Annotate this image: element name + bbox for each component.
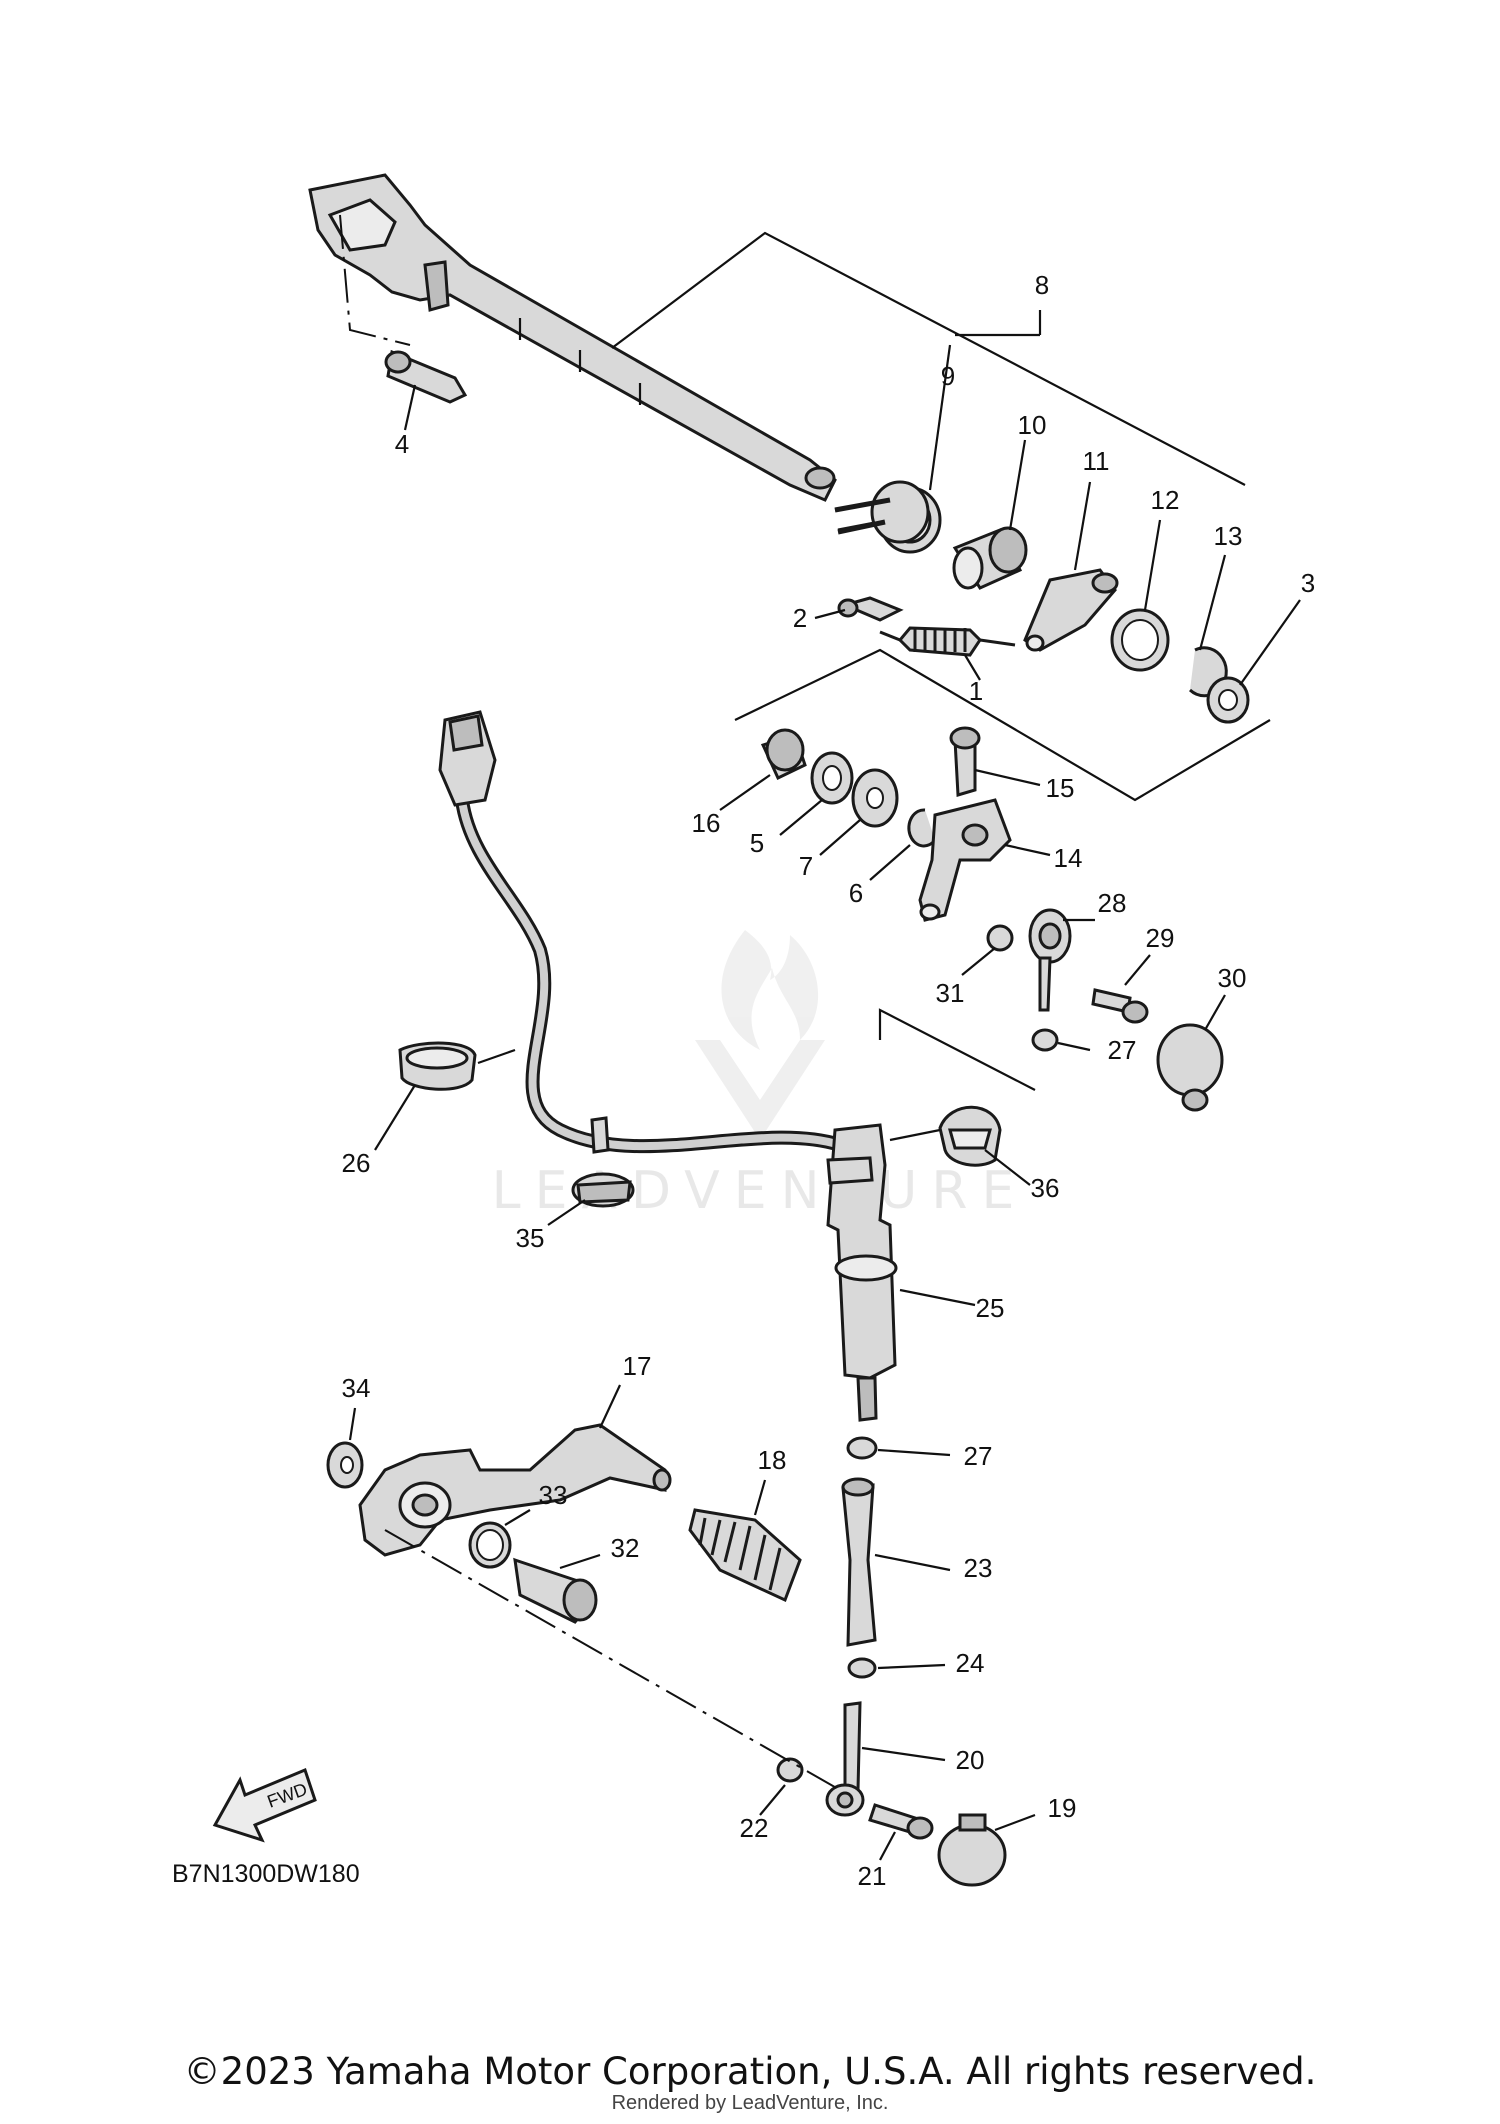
callout-19: 19	[1048, 1793, 1077, 1823]
callout-3: 3	[1301, 568, 1315, 598]
bolt-21	[868, 1803, 934, 1840]
callout-12: 12	[1151, 485, 1180, 515]
callout-21: 21	[858, 1861, 887, 1891]
callout-24: 24	[956, 1648, 985, 1678]
band-26	[398, 1041, 477, 1091]
callout-5: 5	[750, 828, 764, 858]
seal-5	[810, 751, 854, 805]
callout-1: 1	[969, 676, 983, 706]
o-ring-33	[468, 1521, 512, 1569]
washer-12	[1110, 608, 1170, 672]
bolt-32	[513, 1557, 598, 1624]
torsion-spring-9	[834, 480, 942, 554]
callout-18: 18	[758, 1445, 787, 1475]
callout-20: 20	[956, 1745, 985, 1775]
callout-15: 15	[1046, 773, 1075, 803]
callout-23: 23	[964, 1553, 993, 1583]
pedal-rubber-18	[688, 1508, 802, 1603]
nut-22	[776, 1757, 804, 1783]
bearing-16	[760, 728, 807, 781]
callout-25: 25	[976, 1293, 1005, 1323]
callout-2: 2	[793, 603, 807, 633]
clamp-36	[938, 1105, 1002, 1167]
callout-6: 6	[849, 878, 863, 908]
bolt-29	[1091, 988, 1149, 1024]
spring-1	[879, 626, 1016, 657]
callout-30: 30	[1218, 963, 1247, 993]
pedal-dashed-line	[384, 1529, 841, 1791]
circlip-6	[907, 808, 937, 848]
copyright-notice: ©2023 Yamaha Motor Corporation, U.S.A. A…	[183, 2050, 1317, 2093]
bracket-25	[878, 1008, 1036, 1091]
clip-35	[571, 1116, 635, 1208]
callout-34: 34	[342, 1373, 371, 1403]
callout-14: 14	[1054, 843, 1083, 873]
washer-7	[851, 768, 899, 828]
callout-29: 29	[1146, 923, 1175, 953]
callout-11: 11	[1083, 446, 1110, 476]
callout-32: 32	[611, 1533, 640, 1563]
leadventure-watermark: LEADVENTURE	[492, 930, 1014, 1221]
washer-34	[326, 1441, 364, 1489]
collar-10	[952, 526, 1028, 590]
fwd-arrow-icon: FWD	[212, 1767, 317, 1843]
callout-27-lower: 27	[964, 1441, 993, 1471]
callout-7: 7	[799, 851, 813, 881]
callout-13: 13	[1214, 521, 1243, 551]
nut-27-upper	[1031, 1028, 1059, 1052]
callout-4: 4	[395, 429, 409, 459]
callout-16: 16	[692, 808, 721, 838]
rod-end-20	[825, 1701, 865, 1817]
callout-22: 22	[740, 1813, 769, 1843]
bracket-8	[611, 231, 1246, 486]
shift-shaft	[308, 173, 837, 502]
shift-rod-23	[841, 1477, 877, 1647]
callout-28: 28	[1098, 888, 1127, 918]
callout-8: 8	[1035, 270, 1049, 300]
nut-31	[986, 924, 1014, 952]
callout-33: 33	[539, 1480, 568, 1510]
shift-sensor-25	[826, 1123, 898, 1422]
rod-end-28	[1028, 908, 1072, 1012]
callout-26: 26	[342, 1148, 371, 1178]
bolt-2	[837, 596, 904, 622]
boot-19	[937, 1813, 1007, 1887]
diagram-code: B7N1300DW180	[172, 1860, 360, 1888]
callout-17: 17	[623, 1351, 652, 1381]
shift-arm-14	[918, 798, 1012, 922]
nut-24	[847, 1657, 877, 1679]
callout-27-upper: 27	[1108, 1035, 1137, 1065]
nut-27-lower	[846, 1436, 878, 1460]
bolt-15	[949, 726, 981, 797]
shaft-dashed-line	[339, 214, 411, 346]
lever-11	[1023, 568, 1119, 652]
callout-35: 35	[516, 1223, 545, 1253]
bracket-14	[734, 648, 1271, 802]
pin-4	[384, 349, 468, 404]
washer-3	[1206, 676, 1250, 724]
callout-9: 9	[941, 361, 955, 391]
callout-31: 31	[936, 978, 965, 1008]
boot-30	[1156, 1023, 1224, 1112]
callout-10: 10	[1018, 410, 1047, 440]
callout-36: 36	[1031, 1173, 1060, 1203]
rendered-by: Rendered by LeadVenture, Inc.	[611, 2092, 889, 2114]
